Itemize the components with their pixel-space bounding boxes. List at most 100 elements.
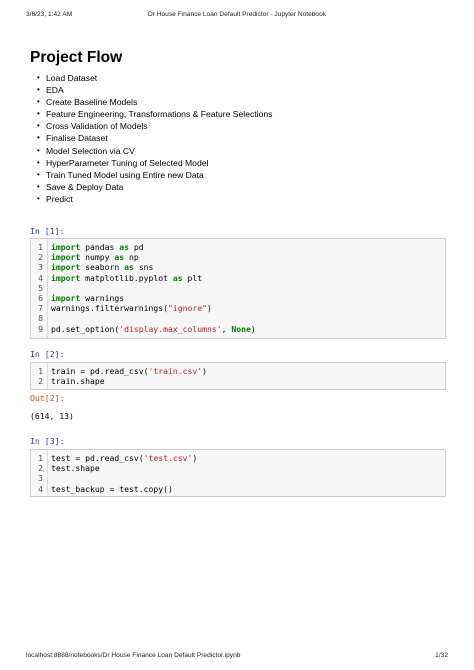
code-string: 'train.csv' bbox=[148, 366, 203, 376]
cell-3-input-prompt: In [3]: bbox=[30, 436, 65, 446]
code-text: train = pd.read_csv('train.csv') bbox=[51, 366, 207, 376]
code-keyword: import bbox=[51, 262, 81, 273]
code-token: matplotlib.pyplot bbox=[80, 272, 173, 283]
code-token: train.shape bbox=[51, 376, 105, 387]
bullet-icon: • bbox=[37, 121, 40, 131]
list-item: • Feature Engineering, Transformations & … bbox=[37, 108, 273, 120]
code-token: ) bbox=[192, 453, 198, 463]
code-token: pd bbox=[128, 242, 144, 252]
code-line[interactable]: 2 test.shape bbox=[31, 463, 445, 473]
list-item-label: HyperParameter Tuning of Selected Model bbox=[46, 157, 209, 168]
code-keyword: as bbox=[119, 242, 129, 252]
code-token: warnings.filterwarnings( bbox=[51, 303, 168, 314]
code-text: test_backup = test.copy() bbox=[51, 484, 173, 494]
print-doc-title: Dr House Finance Loan Default Predictor … bbox=[147, 11, 327, 18]
code-token: test = pd.read_csv( bbox=[51, 453, 144, 463]
line-number: 5 bbox=[38, 282, 43, 293]
code-token: ) bbox=[206, 303, 212, 314]
list-item-label: Model Selection via CV bbox=[46, 145, 135, 156]
code-token: pd.set_option( bbox=[51, 323, 120, 334]
line-number: 3 bbox=[38, 473, 43, 484]
code-text: pd.set_option('display.max_columns', Non… bbox=[51, 324, 256, 334]
code-line[interactable]: 2 train.shape bbox=[31, 376, 445, 386]
list-item-label: Feature Engineering, Transformations & F… bbox=[46, 109, 273, 120]
code-token: train = pd.read_csv( bbox=[51, 366, 149, 376]
code-text: import seaborn as sns bbox=[51, 262, 153, 272]
bullet-icon: • bbox=[37, 193, 40, 203]
line-number: 7 bbox=[38, 303, 43, 314]
project-flow-list: •Load Dataset •EDA •Create Baseline Mode… bbox=[37, 72, 273, 205]
list-item-label: Cross Validation of Models bbox=[46, 121, 148, 132]
code-token: , bbox=[221, 323, 232, 334]
code-keyword: import bbox=[51, 252, 81, 263]
code-token: ) bbox=[202, 366, 207, 376]
list-item-label: Load Dataset bbox=[46, 73, 98, 83]
code-line[interactable]: 3 bbox=[31, 473, 445, 483]
line-number: 1 bbox=[38, 453, 43, 463]
bullet-icon: • bbox=[37, 97, 40, 107]
line-number-gutter bbox=[47, 239, 48, 338]
print-datetime: 3/6/23, 1:42 AM bbox=[26, 11, 73, 18]
code-token: warnings bbox=[80, 292, 125, 303]
line-number: 2 bbox=[38, 463, 43, 474]
bullet-icon: • bbox=[37, 133, 40, 143]
code-token: test.shape bbox=[51, 463, 100, 474]
list-item: • EDA bbox=[37, 84, 272, 96]
list-item: • Cross Validation of Models bbox=[37, 120, 272, 132]
code-line[interactable]: 8 bbox=[31, 313, 445, 323]
code-string: 'display.max_columns' bbox=[119, 323, 222, 334]
code-string: "ignore" bbox=[167, 303, 207, 314]
list-item-label: Finalise Dataset bbox=[46, 133, 108, 144]
cell-1-input-prompt: In [1]: bbox=[30, 226, 65, 236]
code-line[interactable]: 5 bbox=[31, 283, 445, 293]
line-number-gutter bbox=[47, 450, 48, 496]
print-page-number: 1/32 bbox=[435, 652, 448, 659]
code-keyword: import bbox=[51, 292, 81, 303]
code-line[interactable]: 9 pd.set_option('display.max_columns', No… bbox=[31, 324, 445, 334]
line-number-gutter bbox=[47, 363, 48, 389]
line-number: 3 bbox=[38, 262, 43, 273]
list-item-label: EDA bbox=[46, 85, 64, 96]
line-number: 6 bbox=[38, 292, 43, 303]
line-number: 2 bbox=[38, 376, 43, 387]
code-text: test = pd.read_csv('test.csv') bbox=[51, 453, 197, 463]
page-title: Project Flow bbox=[30, 49, 123, 66]
code-cell-3[interactable]: 1 test = pd.read_csv('test.csv') 2 test.sha… bbox=[30, 449, 446, 497]
code-text: warnings.filterwarnings("ignore") bbox=[51, 303, 212, 313]
line-number: 9 bbox=[38, 323, 43, 334]
code-text: import matplotlib.pyplot as plt bbox=[51, 273, 202, 283]
code-token: seaborn bbox=[80, 262, 125, 273]
print-footer: localhost:8888/notebooks/Dr House Financ… bbox=[26, 652, 448, 662]
code-keyword: as bbox=[172, 272, 183, 283]
print-header: 3/6/23, 1:42 AM Dr House Finance Loan De… bbox=[26, 11, 448, 21]
cell-2-output-prompt: Out[2]: bbox=[30, 393, 65, 403]
code-text: test.shape bbox=[51, 463, 100, 473]
list-item-label: Train Tuned Model using Entire new Data bbox=[46, 169, 204, 180]
bullet-icon: • bbox=[37, 109, 40, 119]
code-keyword: import bbox=[51, 272, 81, 283]
list-item-label: Predict bbox=[46, 193, 73, 204]
cell-2-input-prompt: In [2]: bbox=[30, 349, 65, 359]
code-keyword: as bbox=[114, 252, 125, 263]
code-line[interactable]: 7 warnings.filterwarnings("ignore") bbox=[31, 303, 445, 313]
code-line[interactable]: 3 import seaborn as sns bbox=[31, 262, 445, 272]
bullet-icon: • bbox=[37, 181, 40, 191]
code-text: import warnings bbox=[51, 293, 124, 303]
code-line[interactable]: 1 test = pd.read_csv('test.csv') bbox=[31, 453, 445, 463]
code-line[interactable]: 6 import warnings bbox=[31, 293, 445, 303]
code-token: pandas bbox=[80, 242, 120, 252]
code-string: 'test.csv' bbox=[143, 453, 193, 463]
code-token: np bbox=[124, 252, 139, 263]
print-url: localhost:8888/notebooks/Dr House Financ… bbox=[26, 652, 241, 659]
code-token: plt bbox=[182, 272, 203, 283]
cell-2-output: (614, 13) bbox=[30, 411, 74, 421]
code-text: import pandas as pd bbox=[51, 242, 144, 252]
bullet-icon: • bbox=[37, 85, 40, 95]
